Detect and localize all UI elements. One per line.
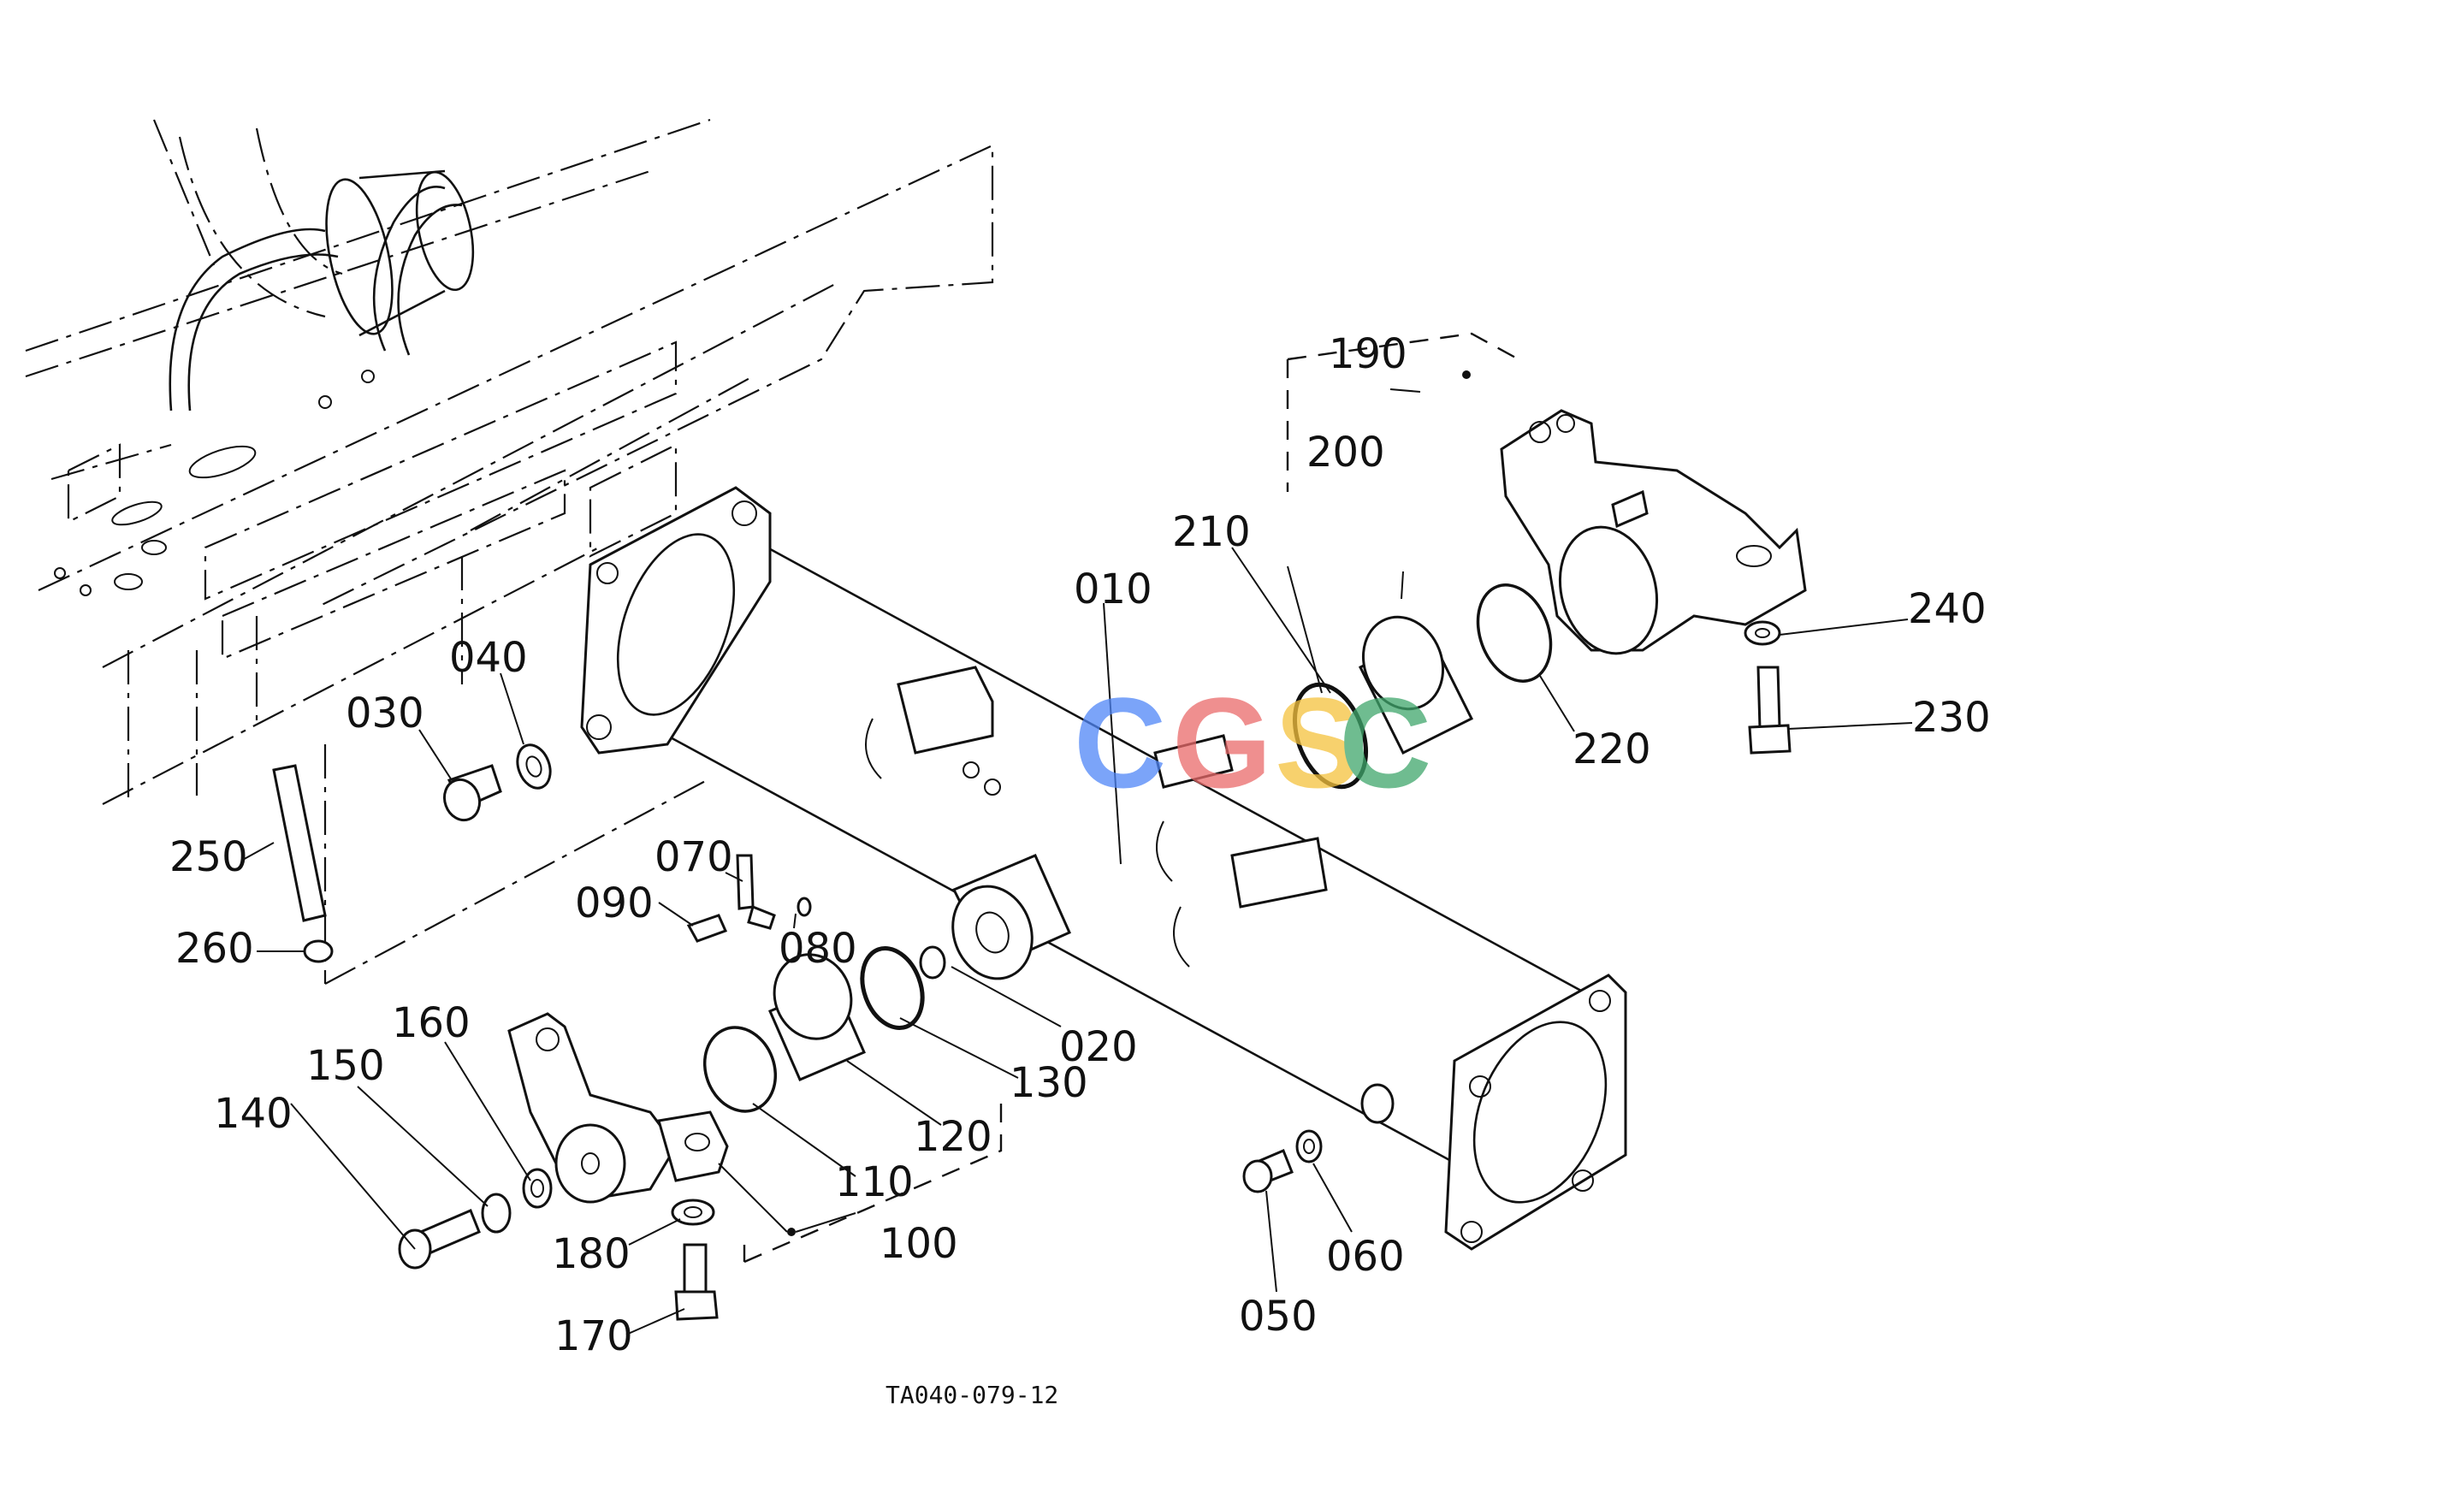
callout-090: 090 (575, 879, 654, 927)
callout-110: 110 (835, 1158, 914, 1206)
watermark-letter-2: G (1172, 671, 1272, 814)
tractor-frame (25, 118, 994, 985)
callout-160: 160 (392, 999, 471, 1047)
parts-right (1292, 409, 1807, 790)
callout-210: 210 (1172, 508, 1251, 556)
axle-housing (580, 486, 1627, 1251)
callout-labels: 010 020 030 040 050 060 070 080 090 100 … (169, 330, 1991, 1360)
watermark-letter-3: S (1275, 671, 1360, 814)
callout-050: 050 (1239, 1293, 1318, 1341)
callout-070: 070 (654, 833, 733, 881)
callout-220: 220 (1573, 725, 1651, 773)
callout-020: 020 (1059, 1023, 1138, 1071)
callout-080: 080 (779, 925, 857, 973)
callout-230: 230 (1912, 694, 1991, 742)
leader-lines (240, 388, 1913, 1335)
watermark-letter-1: C (1074, 671, 1166, 814)
callout-250: 250 (169, 833, 248, 881)
callout-140: 140 (214, 1090, 293, 1138)
drawing-code: TA040-079-12 (886, 1381, 1058, 1409)
callout-040: 040 (449, 634, 528, 682)
callout-010: 010 (1074, 565, 1152, 613)
callout-060: 060 (1326, 1233, 1405, 1281)
callout-260: 260 (175, 925, 254, 973)
callout-190: 190 (1329, 330, 1407, 378)
callout-180: 180 (552, 1230, 631, 1278)
callout-170: 170 (554, 1312, 633, 1360)
callout-200: 200 (1306, 429, 1385, 477)
assembly-boxes (743, 332, 1519, 1264)
callout-240: 240 (1908, 585, 1987, 633)
callout-130: 130 (1010, 1059, 1088, 1107)
watermark-letter-4: C (1339, 671, 1431, 814)
callout-030: 030 (346, 690, 424, 737)
watermark: C G S C (1074, 671, 1431, 814)
callout-120: 120 (914, 1113, 992, 1161)
callout-100: 100 (880, 1220, 958, 1268)
callout-150: 150 (306, 1042, 385, 1090)
parts-left (272, 743, 1395, 1321)
